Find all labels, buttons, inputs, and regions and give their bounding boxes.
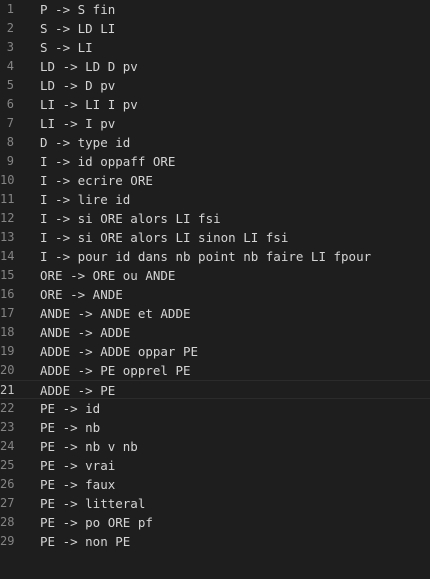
line-number: 2 bbox=[6, 21, 14, 35]
code-text[interactable]: ADDE -> ADDE oppar PE bbox=[40, 344, 199, 359]
code-line[interactable]: 12 I -> si ORE alors LI fsi bbox=[0, 209, 430, 228]
code-text[interactable]: S -> LD LI bbox=[40, 21, 116, 36]
code-text[interactable]: ORE -> ORE ou ANDE bbox=[40, 268, 176, 283]
code-line[interactable]: 27 PE -> litteral bbox=[0, 494, 430, 513]
line-number: 29 bbox=[0, 534, 15, 548]
line-number: 17 bbox=[0, 306, 15, 320]
code-text[interactable]: LD -> D pv bbox=[40, 78, 116, 93]
code-line[interactable]: 14 I -> pour id dans nb point nb faire LI… bbox=[0, 247, 430, 266]
code-text[interactable]: PE -> nb bbox=[40, 420, 101, 435]
code-line[interactable]: 3 S -> LI bbox=[0, 38, 430, 57]
code-text[interactable]: D -> type id bbox=[40, 135, 131, 150]
code-text[interactable]: PE -> nb v nb bbox=[40, 439, 138, 454]
code-text[interactable]: S -> LI bbox=[40, 40, 93, 55]
line-number: 22 bbox=[0, 401, 15, 415]
code-text[interactable]: PE -> faux bbox=[40, 477, 116, 492]
code-text[interactable]: PE -> vrai bbox=[40, 458, 116, 473]
code-line[interactable]: 20 ADDE -> PE opprel PE bbox=[0, 361, 430, 380]
code-text[interactable]: PE -> non PE bbox=[40, 534, 131, 549]
code-text[interactable]: PE -> litteral bbox=[40, 496, 146, 511]
line-number: 15 bbox=[0, 268, 15, 282]
line-number: 5 bbox=[6, 78, 14, 92]
line-number: 21 bbox=[0, 383, 15, 397]
code-text[interactable]: PE -> po ORE pf bbox=[40, 515, 153, 530]
code-line[interactable]: 4 LD -> LD D pv bbox=[0, 57, 430, 76]
code-text[interactable]: LI -> LI I pv bbox=[40, 97, 138, 112]
code-line[interactable]: 29 PE -> non PE bbox=[0, 532, 430, 551]
code-line[interactable]: 25 PE -> vrai bbox=[0, 456, 430, 475]
code-text[interactable]: ADDE -> PE opprel PE bbox=[40, 363, 191, 378]
code-line[interactable]: 22 PE -> id bbox=[0, 399, 430, 418]
code-text[interactable]: P -> S fin bbox=[40, 2, 116, 17]
line-number: 1 bbox=[6, 2, 14, 16]
line-number: 20 bbox=[0, 363, 15, 377]
line-number: 12 bbox=[0, 211, 15, 225]
line-number: 6 bbox=[6, 97, 14, 111]
code-line[interactable]: 10 I -> ecrire ORE bbox=[0, 171, 430, 190]
code-line[interactable]: 18 ANDE -> ADDE bbox=[0, 323, 430, 342]
code-text[interactable]: LD -> LD D pv bbox=[40, 59, 138, 74]
code-line[interactable]: 6 LI -> LI I pv bbox=[0, 95, 430, 114]
line-number: 18 bbox=[0, 325, 15, 339]
code-text[interactable]: LI -> I pv bbox=[40, 116, 116, 131]
line-number: 8 bbox=[6, 135, 14, 149]
code-text[interactable]: I -> pour id dans nb point nb faire LI f… bbox=[40, 249, 372, 264]
code-line[interactable]: 23 PE -> nb bbox=[0, 418, 430, 437]
code-line[interactable]: 5 LD -> D pv bbox=[0, 76, 430, 95]
code-line[interactable]: 11 I -> lire id bbox=[0, 190, 430, 209]
current-line[interactable]: 21 ADDE -> PE bbox=[0, 380, 430, 399]
line-number: 27 bbox=[0, 496, 15, 510]
line-number: 24 bbox=[0, 439, 15, 453]
code-text[interactable]: I -> ecrire ORE bbox=[40, 173, 153, 188]
line-number: 4 bbox=[6, 59, 14, 73]
code-line[interactable]: 15 ORE -> ORE ou ANDE bbox=[0, 266, 430, 285]
code-text[interactable]: ADDE -> PE bbox=[40, 383, 116, 398]
code-line[interactable]: 24 PE -> nb v nb bbox=[0, 437, 430, 456]
line-number: 9 bbox=[6, 154, 14, 168]
line-number: 3 bbox=[6, 40, 14, 54]
line-number: 28 bbox=[0, 515, 15, 529]
line-number: 19 bbox=[0, 344, 15, 358]
code-line[interactable]: 17 ANDE -> ANDE et ADDE bbox=[0, 304, 430, 323]
code-line[interactable]: 26 PE -> faux bbox=[0, 475, 430, 494]
line-number: 23 bbox=[0, 420, 15, 434]
code-line[interactable]: 13 I -> si ORE alors LI sinon LI fsi bbox=[0, 228, 430, 247]
code-text[interactable]: I -> si ORE alors LI fsi bbox=[40, 211, 221, 226]
line-number: 25 bbox=[0, 458, 15, 472]
code-line[interactable]: 16 ORE -> ANDE bbox=[0, 285, 430, 304]
line-number: 13 bbox=[0, 230, 15, 244]
line-number: 10 bbox=[0, 173, 15, 187]
line-number: 14 bbox=[0, 249, 15, 263]
code-text[interactable]: PE -> id bbox=[40, 401, 101, 416]
code-text[interactable]: I -> lire id bbox=[40, 192, 131, 207]
code-text[interactable]: ORE -> ANDE bbox=[40, 287, 123, 302]
line-number: 16 bbox=[0, 287, 15, 301]
code-text[interactable]: I -> id oppaff ORE bbox=[40, 154, 176, 169]
code-line[interactable]: 28 PE -> po ORE pf bbox=[0, 513, 430, 532]
line-number: 7 bbox=[6, 116, 14, 130]
code-text[interactable]: ANDE -> ADDE bbox=[40, 325, 131, 340]
code-text[interactable]: I -> si ORE alors LI sinon LI fsi bbox=[40, 230, 289, 245]
line-number: 26 bbox=[0, 477, 15, 491]
code-line[interactable]: 9 I -> id oppaff ORE bbox=[0, 152, 430, 171]
code-line[interactable]: 2 S -> LD LI bbox=[0, 19, 430, 38]
code-line[interactable]: 1 P -> S fin bbox=[0, 0, 430, 19]
line-number: 11 bbox=[0, 192, 15, 206]
code-line[interactable]: 19 ADDE -> ADDE oppar PE bbox=[0, 342, 430, 361]
code-text[interactable]: ANDE -> ANDE et ADDE bbox=[40, 306, 191, 321]
code-line[interactable]: 7 LI -> I pv bbox=[0, 114, 430, 133]
code-line[interactable]: 8 D -> type id bbox=[0, 133, 430, 152]
